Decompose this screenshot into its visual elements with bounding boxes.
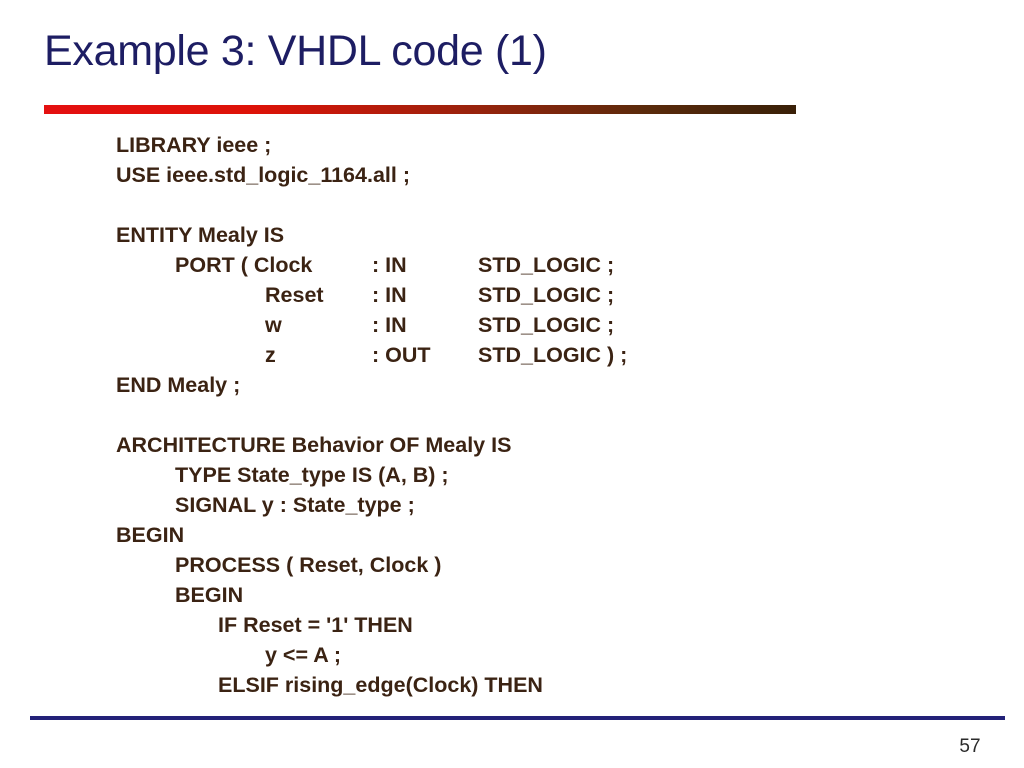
code-line-architecture: ARCHITECTURE Behavior OF Mealy IS	[116, 433, 512, 457]
code-line-begin-process: BEGIN	[175, 583, 244, 607]
code-line-begin-arch: BEGIN	[116, 523, 185, 547]
port-dir-reset: : IN	[372, 283, 407, 307]
code-line-elsif-rising-edge: ELSIF rising_edge(Clock) THEN	[218, 673, 543, 697]
code-line-signal-y: SIGNAL y : State_type ;	[175, 493, 415, 517]
port-dir-clock: : IN	[372, 253, 407, 277]
vhdl-code-block: LIBRARY ieee ; USE ieee.std_logic_1164.a…	[0, 130, 1024, 700]
port-row-clock: PORT ( Clock : IN STD_LOGIC ;	[0, 250, 1024, 280]
code-line-y-assign-a: y <= A ;	[265, 643, 342, 667]
port-name-clock: PORT ( Clock	[175, 253, 313, 277]
port-name-z: z	[265, 343, 276, 367]
title-divider-rule	[44, 105, 796, 114]
code-line-use: USE ieee.std_logic_1164.all ;	[116, 163, 410, 187]
port-type-clock: STD_LOGIC ;	[478, 253, 615, 277]
port-row-reset: Reset : IN STD_LOGIC ;	[0, 280, 1024, 310]
code-line-if-reset: IF Reset = '1' THEN	[218, 613, 413, 637]
port-name-reset: Reset	[265, 283, 324, 307]
page-number: 57	[959, 736, 981, 757]
code-line-end-mealy: END Mealy ;	[116, 373, 241, 397]
code-line-library: LIBRARY ieee ;	[116, 133, 272, 157]
port-row-w: w : IN STD_LOGIC ;	[0, 310, 1024, 340]
code-line-spacer-2	[0, 400, 1024, 430]
port-dir-w: : IN	[372, 313, 407, 337]
port-type-w: STD_LOGIC ;	[478, 313, 615, 337]
footer-divider-rule	[30, 716, 1005, 720]
port-type-z: STD_LOGIC ) ;	[478, 343, 628, 367]
port-name-w: w	[265, 313, 282, 337]
code-line-type-statetype: TYPE State_type IS (A, B) ;	[175, 463, 449, 487]
code-line-spacer-1	[0, 190, 1024, 220]
port-dir-z: : OUT	[372, 343, 431, 367]
port-type-reset: STD_LOGIC ;	[478, 283, 615, 307]
port-row-z: z : OUT STD_LOGIC ) ;	[0, 340, 1024, 370]
code-line-entity: ENTITY Mealy IS	[116, 223, 285, 247]
code-line-process: PROCESS ( Reset, Clock )	[175, 553, 442, 577]
page-title: Example 3: VHDL code (1)	[44, 27, 547, 75]
